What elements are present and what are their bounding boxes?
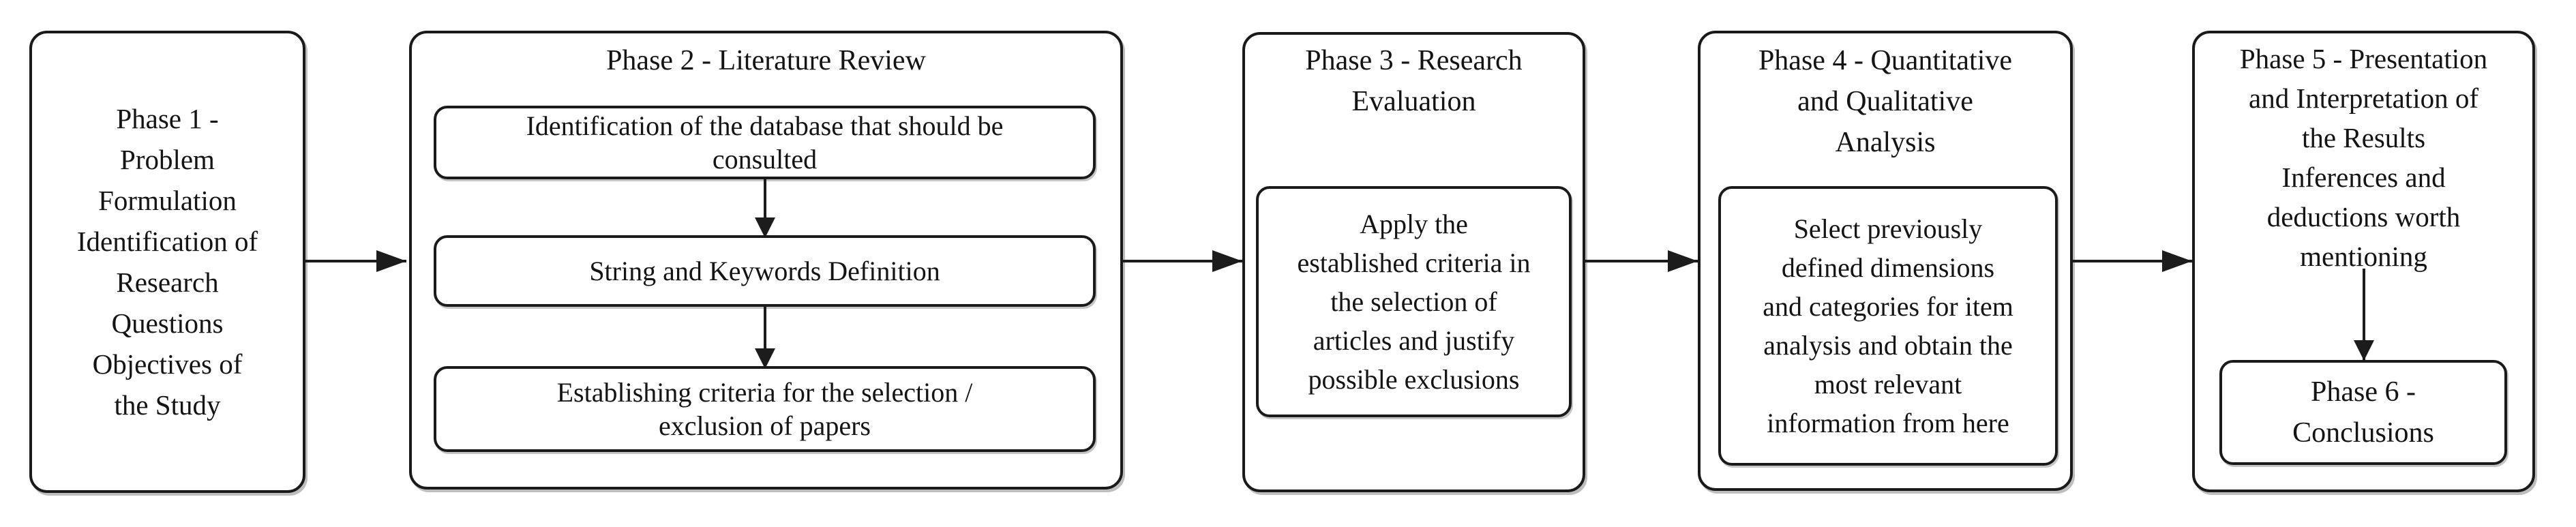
phase-3-title: Phase 3 - Research Evaluation: [1305, 45, 1523, 117]
arrow-phase4-to-phase5: [2073, 260, 2192, 262]
arrow-phase1-to-phase2: [305, 260, 406, 262]
phase-6-box: Phase 6 - Conclusions: [2219, 360, 2507, 465]
phase-2-step-2: String and Keywords Definition: [434, 235, 1096, 307]
phase-2-step-3-label: Establishing criteria for the selection …: [556, 377, 973, 441]
phase-4-title: Phase 4 - Quantitative and Qualitative A…: [1758, 45, 2013, 158]
phase-2-step-2-label: String and Keywords Definition: [589, 256, 940, 286]
phase-1-title: Phase 1 - Problem Formulation Identifica…: [76, 103, 258, 421]
phase-5-box: Phase 5 - Presentation and Interpretatio…: [2192, 31, 2535, 492]
arrow-phase5-to-phase6: [2363, 269, 2365, 361]
phase-4-body: Select previously defined dimensions and…: [1763, 213, 2013, 438]
phase-3-body-box: Apply the established criteria in the se…: [1256, 186, 1572, 417]
phase-5-title: Phase 5 - Presentation and Interpretatio…: [2239, 43, 2488, 272]
phase-3-box: Phase 3 - Research Evaluation Apply the …: [1242, 32, 1585, 492]
arrow-step2-to-step3: [764, 307, 766, 369]
phase-2-step-1-label: Identification of the database that shou…: [526, 110, 1004, 175]
phase-2-step-1: Identification of the database that shou…: [434, 106, 1096, 179]
arrow-phase3-to-phase4: [1585, 260, 1698, 262]
phase-2-title: Phase 2 - Literature Review: [606, 45, 926, 76]
phase-4-body-box: Select previously defined dimensions and…: [1718, 186, 2058, 466]
phase-3-body: Apply the established criteria in the se…: [1297, 209, 1531, 395]
arrow-phase2-to-phase3: [1123, 260, 1242, 262]
arrow-step1-to-step2: [764, 179, 766, 238]
phase-4-box: Phase 4 - Quantitative and Qualitative A…: [1698, 31, 2073, 491]
phase-2-step-3: Establishing criteria for the selection …: [434, 366, 1096, 452]
phase-1-box: Phase 1 - Problem Formulation Identifica…: [29, 31, 305, 493]
phase-2-box: Phase 2 - Literature Review Identificati…: [409, 31, 1123, 490]
phase-6-title: Phase 6 - Conclusions: [2292, 376, 2434, 449]
